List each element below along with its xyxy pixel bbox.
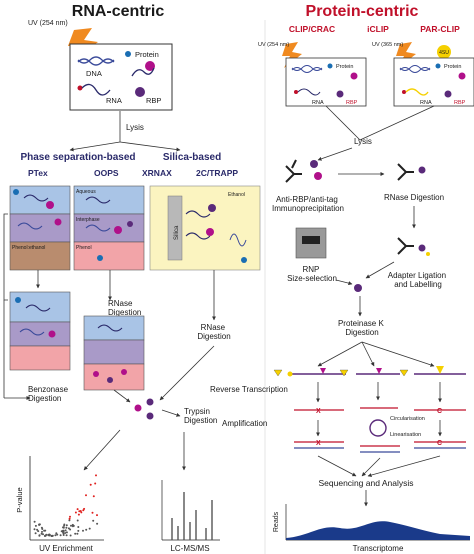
rbp-blob-top <box>145 61 155 71</box>
protein-dot <box>125 51 131 57</box>
trypsin-label: Trypsin Digestion <box>184 407 217 425</box>
protein-label-254: Protein <box>336 64 353 70</box>
lin-label: Linearisation <box>390 432 421 438</box>
rnase-label-right: RNase Digestion <box>384 193 444 202</box>
rnp-product <box>354 284 362 292</box>
rbp-label-254: RBP <box>346 100 358 106</box>
mark-c1: C <box>437 408 442 415</box>
uv-bolt-254 <box>282 42 302 68</box>
rbp-blob <box>135 87 145 97</box>
group-silica: Silica-based <box>163 152 221 163</box>
reads-trace <box>285 504 470 541</box>
volcano-plot <box>29 456 104 541</box>
uv-bolt-365 <box>396 42 416 68</box>
ptex-tube <box>9 185 71 271</box>
cell-box-254 <box>285 57 367 107</box>
4su-badge <box>437 45 451 59</box>
rnp-gel <box>295 227 327 259</box>
method-oops: OOPS <box>94 168 119 178</box>
seq-label: Sequencing and Analysis <box>319 478 414 488</box>
plot-y-label: P-value <box>15 487 24 512</box>
layer-phenol-oops: Phenol <box>76 245 92 251</box>
4su-label: 4SU <box>439 50 449 56</box>
adapter-ligation <box>397 237 430 256</box>
mark-x1: X <box>316 408 321 415</box>
layer-silica: Silica <box>174 225 180 240</box>
uv-label-left: UV (254 nm) <box>28 20 68 27</box>
layer-ethanol: Ethanol <box>228 192 245 198</box>
rbp-label-365: RBP <box>454 100 466 106</box>
method-xrnax: XRNAX <box>142 168 172 178</box>
workflow-columns <box>273 366 466 453</box>
rnase-digest-1: RNase Digestion <box>108 299 141 317</box>
reads-label: Reads <box>273 511 280 532</box>
rna-label: RNA <box>106 96 122 105</box>
layer-phenol-ethanol: Phenol:ethanol <box>12 245 45 251</box>
right-title: Protein-centric <box>306 3 419 20</box>
amp-label: Amplification <box>222 419 267 428</box>
oops-stack-2 <box>83 315 145 391</box>
rna-label-254: RNA <box>312 100 324 106</box>
circ-label: Circularisation <box>390 416 425 422</box>
lcms-spectrum <box>161 480 220 541</box>
layer-interphase: Interphase <box>76 217 100 223</box>
antibody-ip <box>285 159 322 183</box>
protein-label: Protein <box>135 50 159 59</box>
mark-c2: C <box>437 440 442 447</box>
cell-box-left <box>69 43 173 111</box>
lysis-right: Lysis <box>354 137 372 146</box>
silica-box <box>149 185 261 271</box>
plot-x-label: UV Enrichment <box>39 544 94 553</box>
layer-aqueous: Aqueous <box>76 189 96 195</box>
benzonase-label: Benzonase Digestion <box>28 385 70 403</box>
left-title: RNA-centric <box>72 3 165 20</box>
antibody-digest <box>397 163 426 181</box>
dna-label: DNA <box>86 69 102 78</box>
rna-dot <box>77 85 83 91</box>
protein-label-365: Protein <box>444 64 461 70</box>
cell-box-365 <box>393 57 474 107</box>
transcriptome-label: Transcriptome <box>353 544 404 553</box>
group-phase: Phase separation-based <box>20 152 135 163</box>
method-2c-trapp: 2C/TRAPP <box>196 168 238 178</box>
protein-dots <box>134 398 154 420</box>
method-clip-crac: CLIP/CRAC <box>289 24 335 34</box>
mark-x2: X <box>316 440 321 447</box>
uv-label-365: UV (365 nm) <box>372 42 403 48</box>
ip-label: Anti-RBP/anti-tag Immunoprecipitation <box>272 195 344 213</box>
ptex-stack-2 <box>9 291 71 371</box>
method-iclip: iCLIP <box>367 24 389 34</box>
proteinase-label: Proteinase K Digestion <box>338 319 386 337</box>
rnase-digest-2: RNase Digestion <box>197 323 230 341</box>
rnp-label: RNP Size-selection <box>287 265 337 283</box>
method-par-clip: PAR-CLIP <box>420 24 460 34</box>
dna-icon <box>77 56 115 66</box>
adapter-label: Adapter Ligation and Labelling <box>388 271 449 289</box>
lysis-left: Lysis <box>126 123 144 132</box>
rbp-label: RBP <box>146 96 161 105</box>
method-ptex: PTex <box>28 168 48 178</box>
uv-label-254: UV (254 nm) <box>258 42 289 48</box>
lcms-label: LC-MS/MS <box>170 544 209 553</box>
rt-label: Reverse Transcription <box>210 385 288 394</box>
rna-label-365: RNA <box>420 100 432 106</box>
oops-tube <box>73 185 145 271</box>
